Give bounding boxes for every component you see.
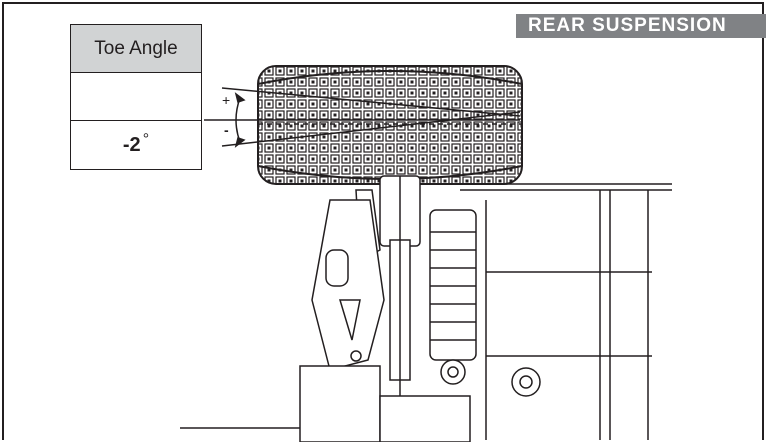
shock-absorber-illustration bbox=[429, 209, 477, 385]
toe-angle-blank-cell bbox=[71, 73, 201, 121]
toe-angle-unit: ° bbox=[142, 130, 150, 148]
toe-angle-value: -2 bbox=[122, 134, 141, 156]
minus-indicator: - bbox=[224, 122, 229, 138]
plus-indicator: + bbox=[222, 92, 231, 108]
shock-tower-illustration bbox=[311, 199, 385, 371]
toe-angle-lines bbox=[204, 87, 521, 148]
toe-angle-header: Toe Angle bbox=[71, 25, 201, 73]
section-title-banner: REAR SUSPENSION bbox=[516, 14, 766, 38]
tire-illustration bbox=[257, 65, 523, 185]
toe-angle-table: Toe Angle -2 ° bbox=[70, 24, 202, 170]
chassis-illustration bbox=[180, 183, 672, 442]
toe-angle-value-cell: -2 ° bbox=[71, 121, 201, 170]
